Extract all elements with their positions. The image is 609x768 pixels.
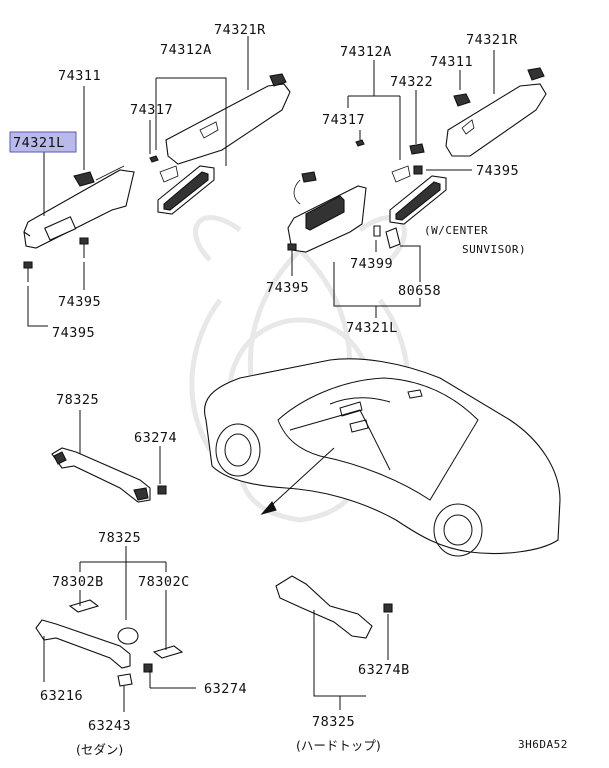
- label-74317-right[interactable]: 74317: [322, 112, 365, 128]
- label-74312A-left[interactable]: 74312A: [160, 42, 212, 58]
- leaders-top-left: [27, 36, 249, 327]
- vanity-mirror-left-part: [157, 165, 215, 215]
- leaders-bottom: [43, 410, 389, 712]
- sunvisor-right-set-part: [445, 67, 547, 157]
- label-74311-right[interactable]: 74311: [430, 54, 473, 70]
- label-74322[interactable]: 74322: [390, 74, 433, 90]
- label-63274-top[interactable]: 63274: [134, 430, 177, 446]
- assist-grip-sedan-part: [35, 599, 184, 687]
- label-63216[interactable]: 63216: [40, 688, 83, 704]
- screw-74395-left-a: [79, 237, 89, 258]
- label-74317-left[interactable]: 74317: [130, 102, 173, 118]
- pin-74317-right: [355, 139, 365, 147]
- label-63274B[interactable]: 63274B: [358, 662, 410, 678]
- sunvisor-left-part: [23, 165, 135, 249]
- note-center-sunvisor-1: (W/CENTER: [424, 224, 488, 237]
- assist-grip-hardtop-part: [275, 575, 393, 639]
- sunvisor-right-part: [165, 73, 291, 165]
- cover-74399: [373, 225, 381, 237]
- label-74321R-right[interactable]: 74321R: [466, 32, 518, 48]
- screw-74395-right-a: [413, 165, 423, 175]
- vanity-mirror-right-part: [389, 165, 447, 225]
- center-visor-part: [287, 171, 367, 253]
- label-78325-bottom[interactable]: 78325: [312, 714, 355, 730]
- assist-grip-top-part: [51, 447, 167, 503]
- highlighted-part-box[interactable]: [9, 131, 77, 153]
- label-74321R-left[interactable]: 74321R: [214, 22, 266, 38]
- screw-74395-left-b: [23, 261, 33, 282]
- label-sedan: (セダン): [76, 742, 123, 757]
- label-63274-bottom[interactable]: 63274: [204, 681, 247, 697]
- label-hardtop: (ハードトップ): [296, 738, 381, 753]
- label-80658[interactable]: 80658: [398, 283, 441, 299]
- label-74312A-right[interactable]: 74312A: [340, 44, 392, 60]
- label-74311-left[interactable]: 74311: [58, 68, 101, 84]
- pin-74317-left: [149, 155, 159, 163]
- leaders-top-right: [291, 50, 495, 318]
- label-78325-top[interactable]: 78325: [56, 392, 99, 408]
- clip-74322: [409, 143, 425, 155]
- note-center-sunvisor-2: SUNVISOR): [462, 243, 526, 256]
- diagram-code: 3H6DA52: [518, 738, 568, 751]
- label-74395-left2[interactable]: 74395: [52, 325, 95, 341]
- label-78302B[interactable]: 78302B: [52, 574, 104, 590]
- label-74321L-highlighted[interactable]: 74321L: [13, 135, 65, 151]
- pad-80658: [385, 227, 401, 249]
- label-74399[interactable]: 74399: [350, 256, 393, 272]
- label-78302C[interactable]: 78302C: [138, 574, 190, 590]
- screw-74395-right-b: [287, 243, 297, 266]
- label-63243[interactable]: 63243: [88, 718, 131, 734]
- label-74321L-right[interactable]: 74321L: [346, 320, 398, 336]
- label-74395-right1[interactable]: 74395: [476, 163, 519, 179]
- label-78325-mid[interactable]: 78325: [98, 530, 141, 546]
- car-outline: [204, 358, 561, 557]
- label-74395-right2[interactable]: 74395: [266, 280, 309, 296]
- label-74395-left1[interactable]: 74395: [58, 294, 101, 310]
